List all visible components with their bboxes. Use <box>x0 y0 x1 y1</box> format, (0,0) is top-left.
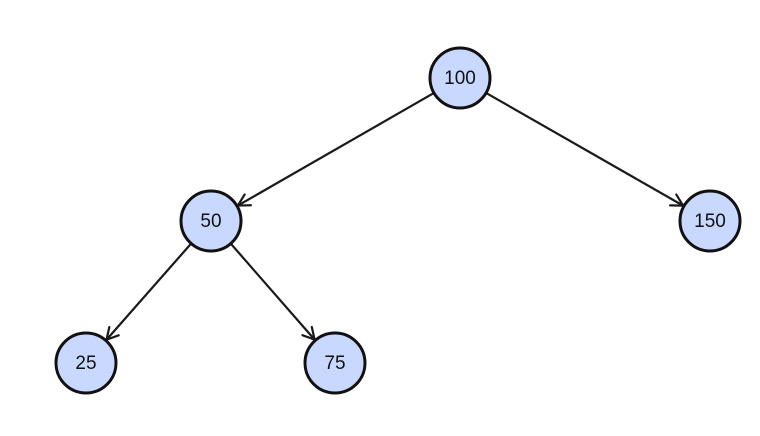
edge-n100-n150 <box>485 91 685 207</box>
node-circle <box>54 331 118 395</box>
edge-n50-n75 <box>229 242 316 341</box>
node-circle <box>428 46 492 110</box>
node-label: 25 <box>75 353 96 374</box>
node-label: 75 <box>324 353 345 374</box>
tree-node-25: 25 <box>54 331 118 395</box>
node-label: 150 <box>694 211 726 232</box>
node-label: 50 <box>200 211 221 232</box>
edge-n50-n25 <box>105 242 193 341</box>
node-label: 100 <box>444 68 476 89</box>
nodes-layer: 100 50 150 25 75 <box>54 46 742 395</box>
edge-line <box>237 91 435 207</box>
tree-node-100: 100 <box>428 46 492 110</box>
tree-node-150: 150 <box>678 189 742 253</box>
node-circle <box>678 189 742 253</box>
node-circle <box>179 189 243 253</box>
node-circle <box>303 331 367 395</box>
tree-node-75: 75 <box>303 331 367 395</box>
edges-layer <box>105 91 685 341</box>
edge-line <box>229 242 316 341</box>
edge-line <box>105 242 193 341</box>
edge-n100-n50 <box>236 91 435 207</box>
edge-line <box>485 91 684 207</box>
tree-node-50: 50 <box>179 189 243 253</box>
